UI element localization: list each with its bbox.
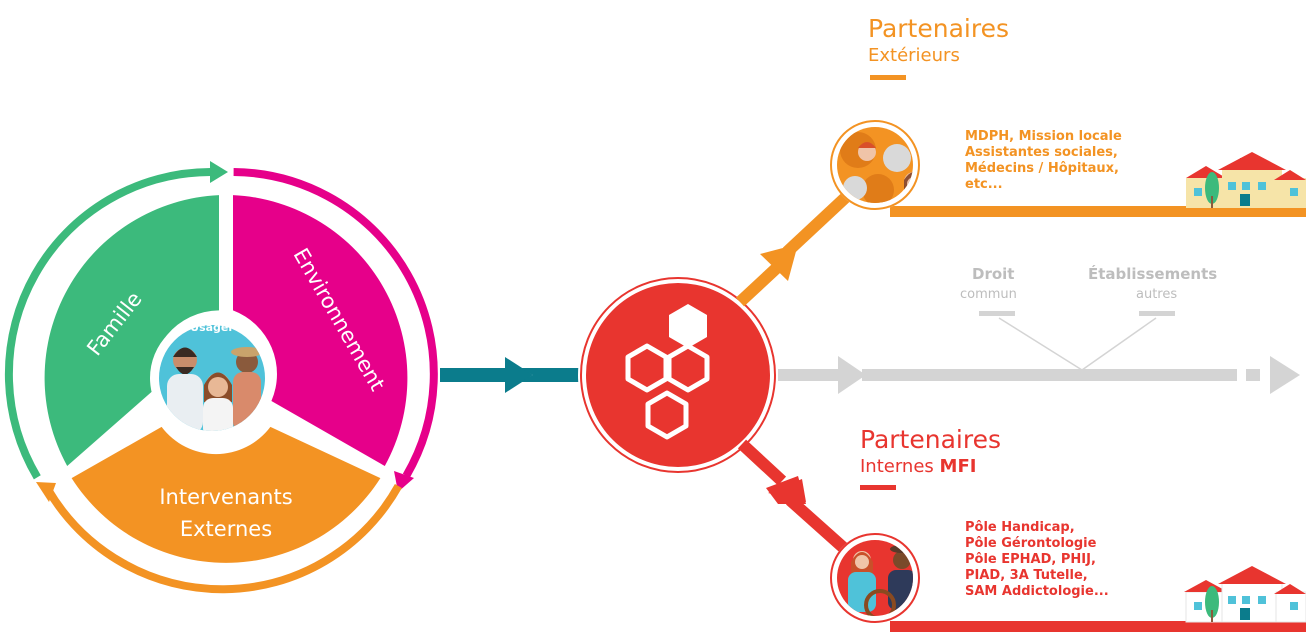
etablissements-subtitle: autres [1136,287,1178,302]
underline-external [870,75,906,80]
usager-label: Usager [190,321,234,334]
branch-external [735,75,1306,307]
label-intervenants: Intervenants [159,485,292,509]
outer-arc-orange [44,484,402,594]
list-item: Pôle Handicap, [965,520,1075,535]
list-item: PIAD, 3A Tutelle, [965,568,1088,583]
partners-external-subtitle: Extérieurs [868,45,960,66]
list-item: etc... [965,177,1003,192]
outer-arc-magenta [233,168,438,478]
branch-middle [778,311,1300,394]
arrow-middle-end [1270,356,1300,394]
segment-environnement [233,195,408,466]
segment-intervenants-externes [71,426,381,563]
arrowhead-orange [36,482,56,502]
list-item: Assistantes sociales, [965,145,1118,160]
list-item: MDPH, Mission locale [965,129,1122,144]
building-internal-illustration [1184,566,1306,623]
arrowhead-green [210,161,228,183]
cycle-diagram: Famille Environnement Intervenants Exter… [4,161,438,594]
etablissements-title: Établissements [1088,265,1218,283]
label-externes: Externes [180,517,272,541]
partners-external-list: MDPH, Mission locale Assistantes sociale… [965,129,1122,193]
partners-internal-subtitle: Internes MFI [860,458,976,476]
partners-internal-title: Partenaires [860,425,1001,454]
underline-internal [860,485,896,490]
building-external-illustration [1186,152,1306,208]
arrow-middle [838,356,866,394]
branch-internal [737,439,1306,632]
partners-external-title: Partenaires [868,14,1009,43]
gears-illustration [840,132,913,203]
underline-etablissements [1139,311,1175,316]
segment-famille [44,195,219,466]
usager-family-illustration [167,347,263,431]
underline-droit [979,311,1015,316]
droit-subtitle: commun [960,287,1017,302]
list-item: Pôle EPHAD, PHIJ, [965,552,1096,567]
list-item: Médecins / Hôpitaux, [965,161,1119,176]
droit-title: Droit [972,265,1015,283]
subtitle-prefix: Internes [860,456,934,477]
subtitle-strong: MFI [939,456,977,477]
list-item: Pôle Gérontologie [965,536,1097,551]
list-item: SAM Addictologie... [965,584,1109,599]
partners-internal-list: Pôle Handicap, Pôle Gérontologie Pôle EP… [965,520,1109,600]
connector-teal [440,357,580,393]
hub-logo [578,275,778,475]
outer-arc-green [4,168,211,480]
hexagon-icon [625,304,710,440]
